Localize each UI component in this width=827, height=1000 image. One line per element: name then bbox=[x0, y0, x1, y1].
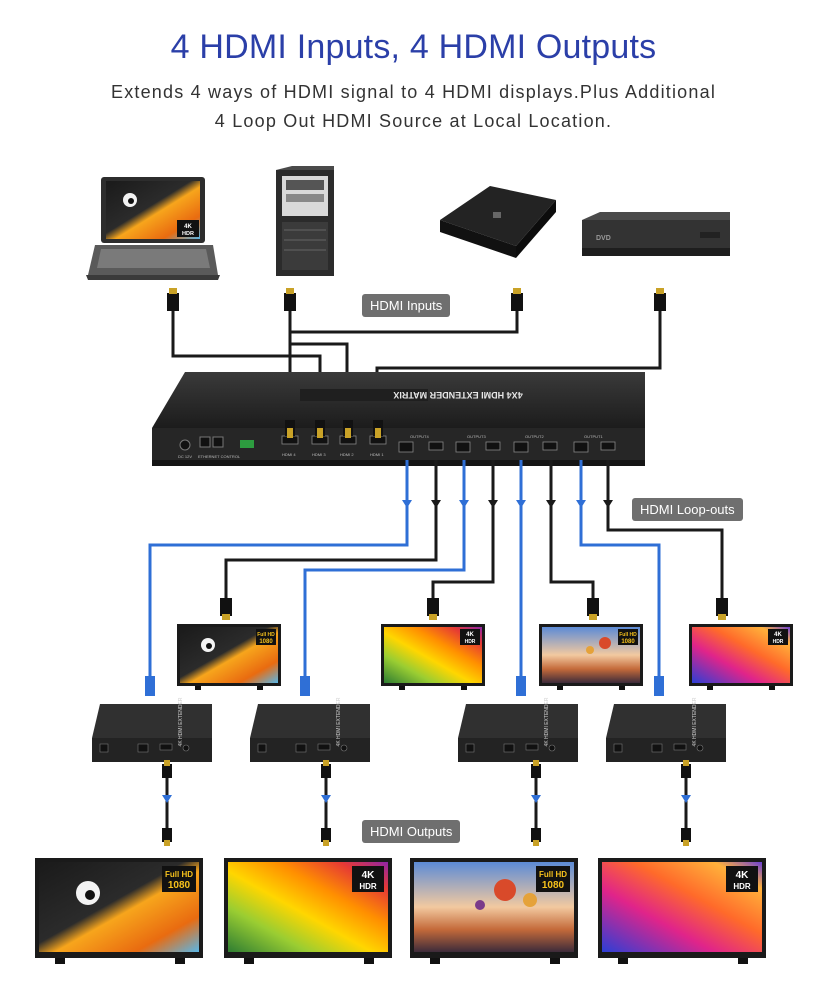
hdmi1-label: HDMI 1 bbox=[370, 452, 384, 457]
receiver-1: 4K HDMI EXTENDER bbox=[92, 697, 212, 762]
output-hdmi-cables bbox=[162, 760, 691, 846]
hdmi4-label: HDMI 4 bbox=[282, 452, 296, 457]
dvd-label: DVD bbox=[596, 235, 611, 242]
loop2-badge-line2: HDR bbox=[465, 639, 476, 645]
hdmi2-label: HDMI 2 bbox=[340, 452, 354, 457]
output-display-1: Full HD 1080 bbox=[35, 858, 203, 964]
subtitle-line-2: 4 Loop Out HDMI Source at Local Location… bbox=[214, 111, 613, 131]
loop-display-2: 4K HDR bbox=[381, 624, 485, 690]
out4-badge-line2: HDR bbox=[733, 882, 751, 891]
loop-display-3: Full HD 1080 bbox=[539, 624, 643, 690]
out3-badge-line1: Full HD bbox=[539, 870, 567, 879]
subtitle-line-1: Extends 4 ways of HDMI signal to 4 HDMI … bbox=[110, 82, 717, 102]
hdmi-loopouts-label: HDMI Loop-outs bbox=[632, 498, 743, 521]
pc-tower-icon bbox=[276, 166, 334, 276]
out4-badge-line1: 4K bbox=[736, 870, 750, 881]
receiver4-label: 4K HDMI EXTENDER bbox=[692, 697, 698, 746]
media-box-icon bbox=[440, 186, 556, 258]
loop1-badge-line2: 1080 bbox=[259, 639, 273, 645]
out1-badge-line1: Full HD bbox=[165, 870, 193, 879]
out1-badge-line2: 1080 bbox=[168, 880, 191, 891]
device-input-plugs bbox=[285, 420, 383, 438]
dc-port-label: DC 12V bbox=[178, 454, 192, 459]
loop-display-1: Full HD 1080 bbox=[177, 624, 281, 690]
loop2-badge-line1: 4K bbox=[466, 632, 474, 638]
output-display-2: 4K HDR bbox=[224, 858, 392, 964]
loop3-badge-line2: 1080 bbox=[621, 639, 635, 645]
loop3-badge-line1: Full HD bbox=[619, 632, 637, 638]
receiver1-label: 4K HDMI EXTENDER bbox=[178, 697, 184, 746]
loop-display-4: 4K HDR bbox=[689, 624, 793, 690]
receiver3-label: 4K HDMI EXTENDER bbox=[544, 697, 550, 746]
out2-badge-line2: HDR bbox=[359, 882, 377, 891]
receiver2-label: 4K HDMI EXTENDER bbox=[336, 697, 342, 746]
receiver-3: 4K HDMI EXTENDER bbox=[458, 697, 578, 762]
matrix-switcher: 4X4 HDMI EXTENDER MATRIX DC 12V ETHERNET… bbox=[152, 372, 645, 466]
input-connectors bbox=[167, 288, 666, 311]
laptop-badge-line1: 4K bbox=[184, 224, 192, 230]
laptop-badge-line2: HDR bbox=[182, 231, 194, 237]
receiver-2: 4K HDMI EXTENDER bbox=[250, 697, 370, 762]
receiver-4: 4K HDMI EXTENDER bbox=[606, 697, 726, 762]
loop-plugs bbox=[220, 598, 728, 620]
rj45-plugs bbox=[145, 676, 664, 696]
output-display-3: Full HD 1080 bbox=[410, 858, 578, 964]
output-cables bbox=[148, 460, 724, 680]
hdmi3-label: HDMI 3 bbox=[312, 452, 326, 457]
hdmi-inputs-label: HDMI Inputs bbox=[362, 294, 451, 317]
hdmi-outputs-label: HDMI Outputs bbox=[362, 820, 461, 843]
output3-label: OUTPUT3 bbox=[467, 434, 486, 439]
dvd-player-icon: DVD bbox=[582, 212, 730, 256]
arrows bbox=[402, 500, 613, 508]
out3-badge-line2: 1080 bbox=[542, 880, 565, 891]
output1-label: OUTPUT1 bbox=[584, 434, 603, 439]
loop1-badge-line1: Full HD bbox=[257, 632, 275, 638]
laptop-icon: 4K HDR bbox=[86, 177, 220, 280]
output-display-4: 4K HDR bbox=[598, 858, 766, 964]
page-title: 4 HDMI Inputs, 4 HDMI Outputs bbox=[170, 28, 657, 66]
loop4-badge-line1: 4K bbox=[774, 632, 782, 638]
output4-label: OUTPUT4 bbox=[410, 434, 429, 439]
out2-badge-line1: 4K bbox=[362, 870, 376, 881]
loop4-badge-line2: HDR bbox=[773, 639, 784, 645]
device-model-label: 4X4 HDMI EXTENDER MATRIX bbox=[393, 390, 522, 400]
ethernet-port-label: ETHERNET CONTROL bbox=[198, 454, 241, 459]
output2-label: OUTPUT2 bbox=[525, 434, 544, 439]
